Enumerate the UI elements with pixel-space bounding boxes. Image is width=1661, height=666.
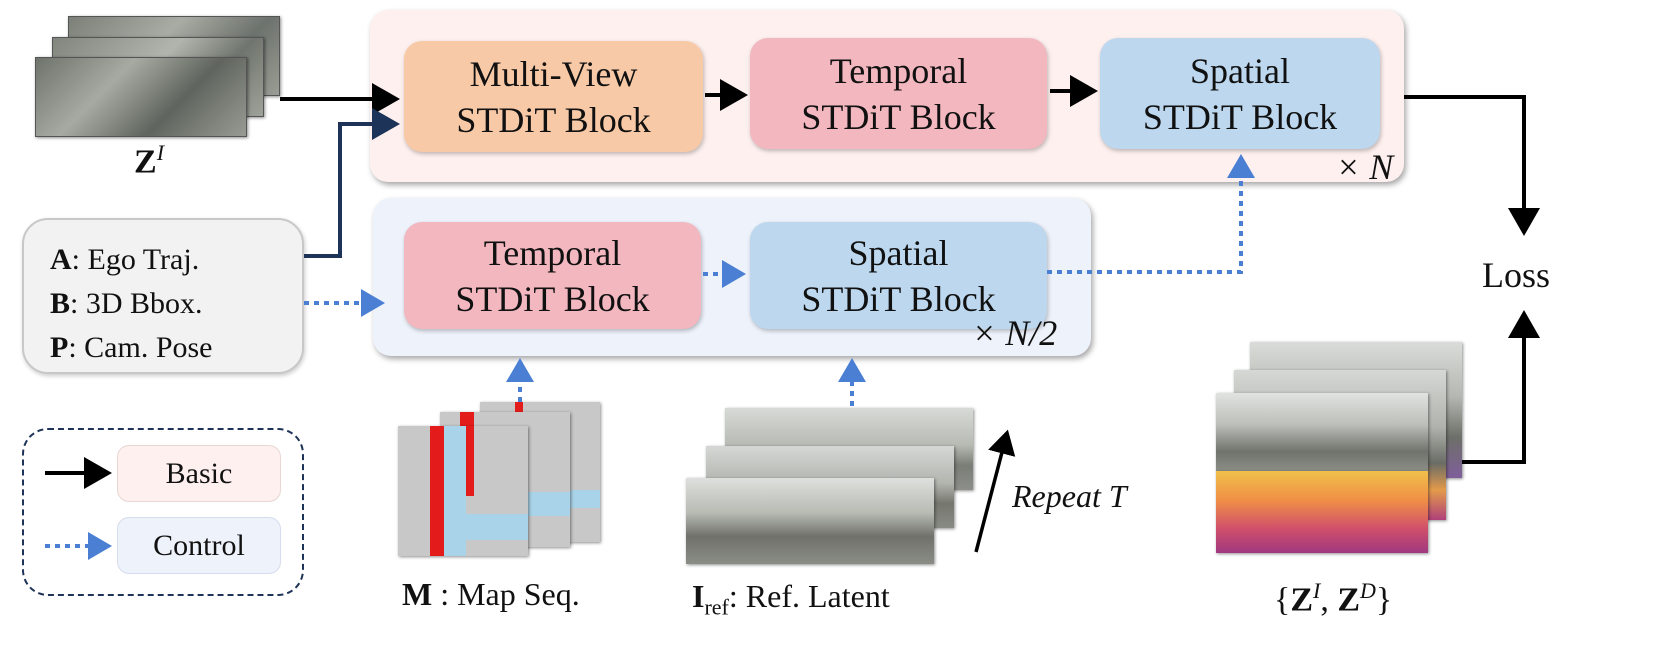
block-title: Spatial bbox=[1190, 50, 1290, 91]
reference-caption-text: : Ref. Latent bbox=[728, 578, 890, 614]
legend bbox=[22, 428, 304, 596]
spatial-stdit-block-control: Spatial STDiT Block bbox=[750, 222, 1047, 329]
main-repeat-label: × N bbox=[1336, 147, 1394, 187]
block-subtitle: STDiT Block bbox=[455, 278, 650, 319]
block-subtitle: STDiT Block bbox=[801, 96, 996, 137]
latent-superscript: I bbox=[156, 140, 165, 165]
temporal-stdit-block-control: Temporal STDiT Block bbox=[404, 222, 701, 329]
multiview-stdit-block: Multi-View STDiT Block bbox=[404, 41, 703, 152]
repeat-t-arrow bbox=[974, 429, 1016, 553]
repeat-t-label: Repeat T bbox=[1012, 478, 1127, 514]
output-z-image: Z bbox=[1290, 581, 1314, 619]
output-caption: {ZI, ZD} bbox=[1274, 578, 1393, 619]
block-title: Temporal bbox=[829, 50, 968, 91]
map-caption-text: : Map Seq. bbox=[432, 576, 580, 612]
temporal-stdit-block-main: Temporal STDiT Block bbox=[750, 38, 1047, 149]
conditions-box: A: Ego Traj. B: 3D Bbox. P: Cam. Pose bbox=[22, 218, 304, 374]
legend-control-box: Control bbox=[117, 517, 281, 574]
output-sup-depth: D bbox=[1360, 578, 1376, 603]
condition-ego-trajectory: A: Ego Traj. bbox=[50, 243, 200, 276]
map-caption: M : Map Seq. bbox=[402, 576, 580, 613]
arrow-control-to-main-spatial bbox=[1047, 154, 1255, 274]
input-latent-caption: ZI bbox=[134, 140, 164, 181]
reference-subscript: ref bbox=[704, 594, 729, 620]
block-subtitle: STDiT Block bbox=[1142, 96, 1338, 137]
block-title: Multi-View bbox=[469, 53, 638, 94]
arrow-spatial-to-loss bbox=[1404, 95, 1540, 236]
loss-label: Loss bbox=[1482, 255, 1551, 295]
block-subtitle: STDiT Block bbox=[456, 99, 651, 140]
control-repeat-label: × N/2 bbox=[972, 313, 1058, 353]
block-subtitle: STDiT Block bbox=[801, 278, 996, 319]
reference-caption: Iref: Ref. Latent bbox=[692, 578, 890, 620]
arrow-output-to-loss bbox=[1462, 310, 1540, 464]
output-z-depth: Z bbox=[1337, 581, 1361, 619]
map-symbol: M bbox=[402, 576, 433, 612]
spatial-stdit-block-main: Spatial STDiT Block bbox=[1100, 38, 1380, 149]
block-title: Spatial bbox=[848, 232, 949, 273]
arrow-conditions-to-multiview bbox=[304, 108, 400, 258]
latent-symbol: Z bbox=[134, 143, 157, 181]
block-title: Temporal bbox=[483, 232, 622, 273]
reference-symbol: I bbox=[692, 578, 705, 614]
output-sup-image: I bbox=[1313, 578, 1321, 603]
legend-basic-box: Basic bbox=[117, 445, 281, 502]
condition-3d-bbox: B: 3D Bbox. bbox=[50, 287, 203, 320]
condition-camera-pose: P: Cam. Pose bbox=[50, 331, 213, 364]
